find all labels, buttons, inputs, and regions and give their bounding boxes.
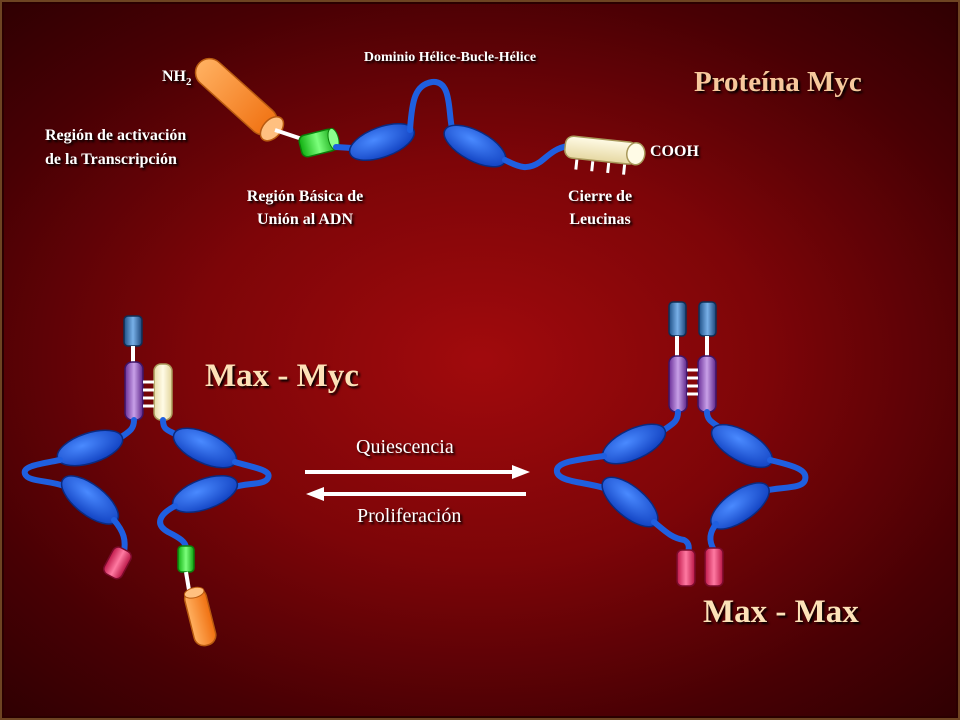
connector bbox=[333, 144, 355, 151]
page-title: Proteína Myc bbox=[694, 66, 862, 98]
max-helix-1 bbox=[56, 429, 124, 467]
connector bbox=[502, 143, 571, 170]
leucine-zipper-label-line1: Cierre de bbox=[567, 188, 633, 205]
reverse-arrow-head bbox=[306, 487, 324, 501]
max-loop bbox=[21, 457, 67, 489]
basic-region-label-line1: Región Básica de bbox=[246, 188, 364, 205]
myc-basic-region bbox=[177, 545, 195, 573]
myc-activation-domain bbox=[183, 586, 217, 647]
activation-region-label-line2: de la Transcripción bbox=[45, 151, 177, 168]
max-basic-region bbox=[676, 549, 696, 587]
max-loop bbox=[757, 457, 809, 495]
myc-loop bbox=[229, 459, 272, 491]
activation-domain-cylinder bbox=[194, 57, 285, 142]
max-cap bbox=[668, 301, 687, 337]
max-zipper bbox=[668, 355, 688, 413]
max-myc-heterodimer bbox=[21, 315, 272, 647]
max-zipper bbox=[124, 361, 144, 421]
equilibrium-arrows bbox=[305, 465, 530, 501]
forward-arrow-head bbox=[512, 465, 530, 479]
max-loop bbox=[554, 453, 607, 491]
c-terminus-label: COOH bbox=[650, 143, 699, 160]
hlh-domain-label: Dominio Hélice-Bucle-Hélice bbox=[363, 50, 537, 65]
max-max-homodimer bbox=[554, 301, 809, 587]
max-basic-region bbox=[103, 546, 133, 580]
myc-helix-2 bbox=[171, 474, 239, 514]
leucine-zipper-cylinder bbox=[564, 135, 646, 175]
loop bbox=[407, 79, 455, 133]
basic-region-label-line2: Unión al ADN bbox=[256, 211, 354, 228]
max-zipper bbox=[697, 355, 717, 413]
proliferation-label: Proliferación bbox=[357, 505, 462, 527]
max-max-label: Max - Max bbox=[703, 594, 859, 630]
max-cap bbox=[123, 315, 143, 347]
max-myc-label: Max - Myc bbox=[205, 358, 359, 394]
max-cap bbox=[698, 301, 717, 337]
myc-protein-schematic bbox=[194, 57, 646, 175]
myc-zipper bbox=[153, 363, 173, 421]
myc-helix-1 bbox=[172, 427, 238, 469]
max-helix-1 bbox=[601, 423, 667, 465]
max-basic-region bbox=[704, 547, 724, 587]
quiescence-label: Quiescencia bbox=[356, 436, 454, 458]
max-helix-1 bbox=[710, 423, 774, 469]
activation-region-label-line1: Región de activación bbox=[45, 127, 187, 144]
helix-1 bbox=[348, 122, 416, 162]
basic-region-cylinder bbox=[298, 127, 340, 158]
n-terminus-label: NH2 bbox=[162, 68, 192, 89]
leucine-zipper-label-line2: Leucinas bbox=[569, 211, 631, 228]
